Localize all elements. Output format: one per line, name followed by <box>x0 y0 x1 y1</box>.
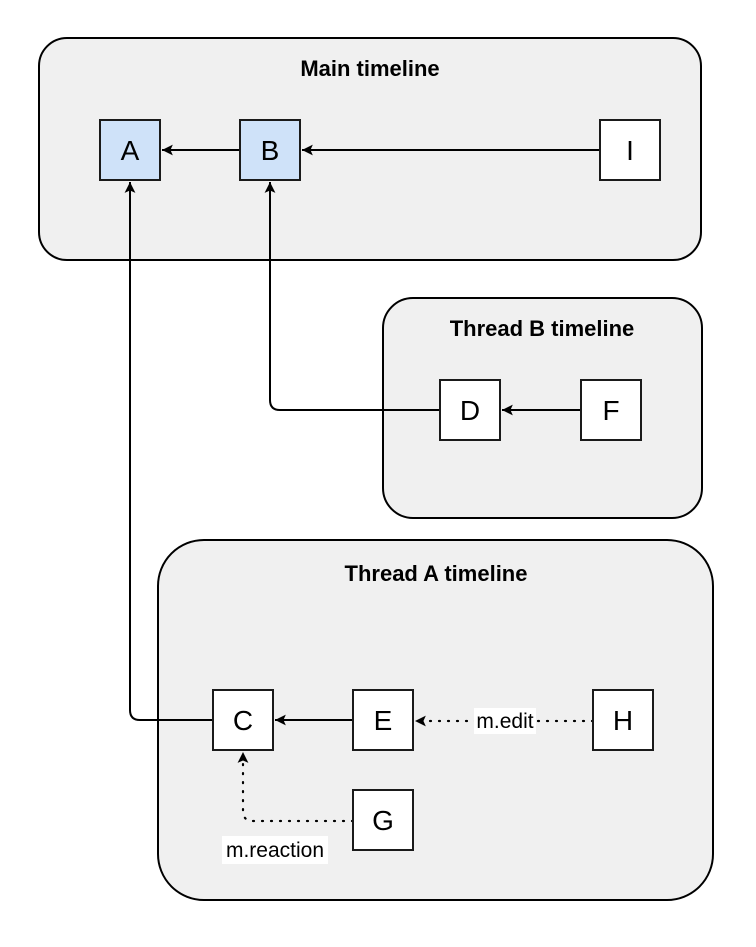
node-f-box <box>580 379 642 441</box>
node-h-box <box>592 689 654 751</box>
node-f: F <box>580 379 642 441</box>
edge-label-m-reaction: m.reaction <box>226 839 324 862</box>
node-h-label: H <box>613 705 633 736</box>
node-e: E <box>352 689 414 751</box>
container-thread-b-timeline <box>382 297 703 519</box>
node-h: H <box>592 689 654 751</box>
node-b-box <box>239 119 301 181</box>
container-thread-a-timeline-title: Thread A timeline <box>345 561 528 586</box>
edge-label-m-edit: m.edit <box>476 710 533 733</box>
node-g: G <box>352 789 414 851</box>
node-f-label: F <box>602 395 619 426</box>
node-c-label: C <box>233 705 253 736</box>
node-b: B <box>239 119 301 181</box>
edge-c-to-a-arrow <box>124 182 213 721</box>
node-e-box <box>352 689 414 751</box>
node-b-label: B <box>261 135 280 166</box>
node-c-box <box>212 689 274 751</box>
edge-label-m-edit-bg <box>474 708 536 734</box>
edge-d-to-b-arrow <box>264 182 440 411</box>
node-d-label: D <box>460 395 480 426</box>
node-e-label: E <box>374 705 393 736</box>
node-a-label: A <box>121 135 140 166</box>
node-d: D <box>439 379 501 441</box>
node-i: I <box>599 119 661 181</box>
node-d-box <box>439 379 501 441</box>
node-a: A <box>99 119 161 181</box>
edge-label-m-reaction-bg <box>222 836 328 864</box>
node-c: C <box>212 689 274 751</box>
node-g-label: G <box>372 805 394 836</box>
node-i-label: I <box>626 135 634 166</box>
node-g-box <box>352 789 414 851</box>
container-main-timeline-title: Main timeline <box>300 56 439 81</box>
edge-g-to-c-dotted-arrow <box>237 750 355 823</box>
container-thread-b-timeline-title: Thread B timeline <box>450 316 635 341</box>
node-i-box <box>599 119 661 181</box>
node-a-box <box>99 119 161 181</box>
